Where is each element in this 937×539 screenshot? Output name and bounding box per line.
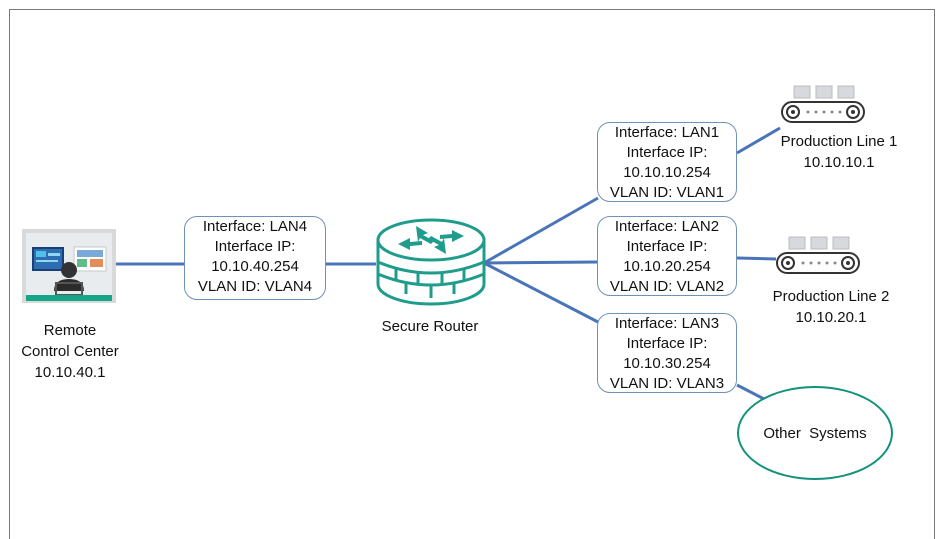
remote-ip: 10.10.40.1 [34, 364, 106, 381]
conveyor-icon [776, 236, 860, 274]
production-line-ip: 10.10.10.1 [803, 154, 875, 171]
production-line-ip: 10.10.20.1 [795, 309, 867, 326]
vlan-id: VLAN ID: VLAN3 [609, 375, 725, 392]
remote-control-center-label: Remote Control Center 10.10.40.1 [18, 320, 122, 383]
production-line-name: Production Line 2 [772, 288, 890, 305]
vlan-id: VLAN ID: VLAN2 [609, 278, 725, 295]
interface-ip-label: Interface IP: [626, 144, 708, 161]
vlan-id: VLAN ID: VLAN1 [609, 184, 725, 201]
interface-ip: 10.10.40.254 [211, 258, 299, 275]
link-router-lan3 [483, 261, 599, 324]
interface-name: Interface: LAN1 [614, 124, 720, 141]
control-center-icon [22, 229, 116, 303]
other-systems-label: Other Systems [763, 424, 867, 442]
conveyor-icon [781, 85, 865, 123]
production-line-name: Production Line 1 [780, 133, 898, 150]
diagram-frame [9, 9, 935, 539]
interface-name: Interface: LAN4 [202, 218, 308, 235]
vlan-id: VLAN ID: VLAN4 [197, 278, 313, 295]
link-router-lan1 [483, 196, 599, 265]
interface-box-lan2: Interface: LAN2 Interface IP: 10.10.20.2… [597, 216, 737, 296]
interface-ip: 10.10.20.254 [623, 258, 711, 275]
interface-ip-label: Interface IP: [214, 238, 296, 255]
link-lan2-line2 [736, 256, 777, 261]
router-icon [376, 218, 486, 306]
interface-box-lan1: Interface: LAN1 Interface IP: 10.10.10.2… [597, 122, 737, 202]
interface-ip: 10.10.10.254 [623, 164, 711, 181]
remote-name-line1: Remote [43, 322, 97, 339]
link-lan1-line1 [736, 126, 781, 155]
interface-ip: 10.10.30.254 [623, 355, 711, 372]
interface-box-lan4: Interface: LAN4 Interface IP: 10.10.40.2… [184, 216, 326, 300]
interface-name: Interface: LAN2 [614, 218, 720, 235]
interface-ip-label: Interface IP: [626, 335, 708, 352]
router-label: Secure Router [381, 318, 479, 335]
interface-name: Interface: LAN3 [614, 315, 720, 332]
production-line-1-label: Production Line 1 10.10.10.1 [768, 131, 910, 173]
interface-ip-label: Interface IP: [626, 238, 708, 255]
link-router-lan2 [483, 260, 599, 265]
production-line-2-label: Production Line 2 10.10.20.1 [760, 286, 902, 328]
interface-box-lan3: Interface: LAN3 Interface IP: 10.10.30.2… [597, 313, 737, 393]
other-systems-ellipse: Other Systems [737, 386, 893, 480]
remote-name-line2: Control Center [21, 343, 119, 360]
